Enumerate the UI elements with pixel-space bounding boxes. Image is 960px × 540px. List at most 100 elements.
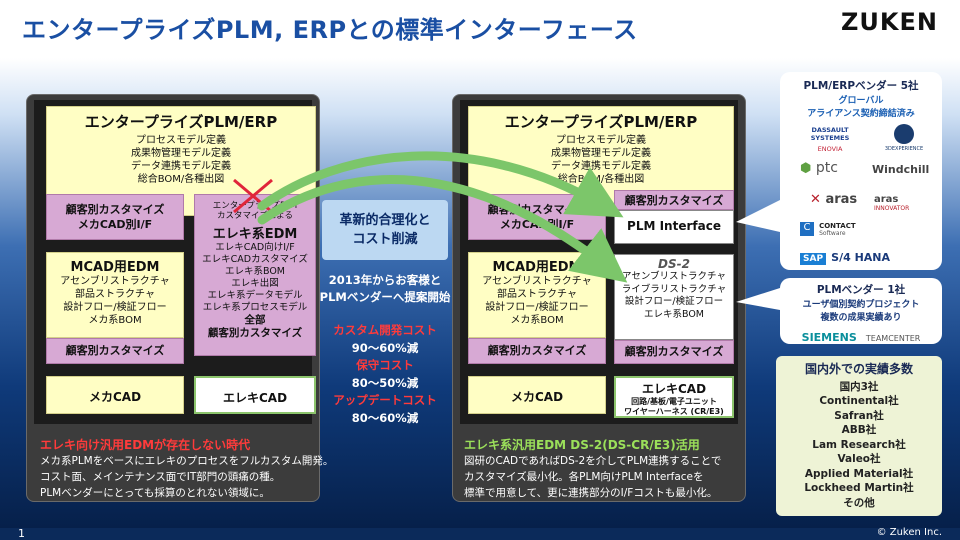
dassault-logo-text: SYSTEMES [810,134,850,142]
right-mcad-edm-line: 部品ストラクチャ [497,289,577,300]
left-edm-all: 全部 [244,314,266,326]
result-item: Applied Material社 [804,467,914,480]
left-edm-all-custom: 顧客別カスタマイズ [207,327,303,339]
result-item: その他 [843,496,875,509]
right-bottom-title: エレキ系汎用EDM DS-2(DS-CR/E3)活用 [464,438,700,452]
left-mech-cad: メカCAD [46,376,184,414]
left-edm-line: エレキCAD向けI/F [215,242,295,253]
right-mech-cad: メカCAD [468,376,606,414]
aras-innovator-sub: INNOVATOR [874,205,910,212]
global-vendor-sub: アライアンス契約締結済み [807,109,915,119]
right-elec-cad-line: 回路/基板/電子ユニット [631,397,717,406]
zuken-logo: ZUKEN [841,8,938,36]
ds2-line: エレキ系BOM [643,308,705,320]
right-mech-cad-label: メカCAD [510,390,564,404]
metric-value: 80～60%減 [351,411,419,425]
right-custom-top: 顧客別カスタマイズ [614,190,734,210]
ds2-box: DS-2 アセンブリストラクチャ ライブラリストラクチャ 設計フロー/検証フロー… [614,254,734,340]
left-mcad-if-label: メカCAD別I/F [77,218,153,231]
proposal-line: 2013年からお客様と [328,273,442,287]
left-bottom-title: エレキ向け汎用EDMが存在しない時代 [40,438,251,452]
innovation-line: コスト削減 [352,232,418,247]
left-elec-cad: エレキCAD [194,376,316,414]
aras-innovator-text: aras [874,194,899,205]
right-bottom-line: 標準で用意して、更に連携部分のI/Fコストも最小化。 [464,487,718,499]
right-mcad-custom-label: 顧客別カスタマイズ [487,344,587,357]
compass-icon [894,124,914,144]
sap-logo: SAP [800,253,827,265]
siemens-logo: SIEMENS [801,331,857,344]
right-erp-title: エンタープライズPLM/ERP [504,113,698,131]
right-erp-line: データ連携モデル定義 [551,161,651,172]
left-elec-edm-box: エンタープライズPLM カスタマイズによる エレキ系EDM エレキCAD向けI/… [194,194,316,356]
proposal-line: PLMベンダーへ提案開始 [319,290,451,304]
right-mcad-edm-line: アセンブリストラクチャ [482,276,592,287]
left-mcad-edm-line: アセンブリストラクチャ [60,276,170,287]
right-elec-cad-title: エレキCAD [641,382,707,396]
ds2-line: ライブラリストラクチャ [621,283,727,295]
left-erp-line: プロセスモデル定義 [136,135,226,146]
left-mech-cad-label: メカCAD [88,390,142,404]
contact-text: CONTACT [819,222,856,230]
ptc-text: ptc [815,160,838,176]
left-edm-line: エレキ出図 [231,278,279,289]
teamcenter-logo: TEAMCENTER [865,334,921,343]
innovation-box: 革新的合理化と コスト削減 [322,200,448,260]
left-edm-line: エレキ系プロセスモデル [202,302,308,313]
contact-logo: C CONTACT Software [800,222,856,241]
left-mcad-custom-label: 顧客別カスタマイズ [65,344,165,357]
result-item: 国内3社 [839,380,879,393]
single-vendor-sub: 複数の成果実績あり [820,313,902,323]
right-custom-top-label: 顧客別カスタマイズ [624,194,724,207]
metric-label: カスタム開発コスト [333,323,437,337]
left-edm-struck-line: カスタマイズによる [217,211,293,221]
metric-value: 90～60%減 [351,341,419,355]
enovia-logo: ENOVIA [817,145,843,153]
copyright: © Zuken Inc. [876,527,942,538]
results-box: 国内外での実績多数 国内3社 Continental社 Safran社 ABB社… [776,356,942,516]
metric-label: 保守コスト [356,358,414,372]
ptc-hex-icon: ⬢ [800,161,812,176]
left-custom-mcad-if: 顧客別カスタマイズ メカCAD別I/F [46,194,184,240]
right-elec-cad: エレキCAD 回路/基板/電子ユニット ワイヤーハーネス (CR/E3) [614,376,734,418]
plm-interface-box: PLM Interface [614,210,734,244]
right-bottom-line: カスタマイズ最小化。各PLM向けPLM Interfaceを [464,471,704,483]
aras-innovator-logo: aras INNOVATOR [874,194,909,212]
right-mcad-edm-title: MCAD用EDM [492,260,582,275]
single-vendor-title: PLMベンダー 1社 [816,284,906,296]
right-mcad-edm-box: MCAD用EDM アセンブリストラクチャ 部品ストラクチャ 設計フロー/検証フロ… [468,252,606,338]
aras-logo: ✕ aras [810,192,857,207]
left-edm-line: エレキ系BOM [224,266,286,277]
right-elec-cad-line: ワイヤーハーネス (CR/E3) [624,407,724,416]
right-erp-line: 成果物管理モデル定義 [551,148,651,159]
plm-interface-label: PLM Interface [627,219,721,233]
sap-s4hana-logo: SAP S/4 HANA [800,246,890,265]
ds2-line: アセンブリストラクチャ [622,271,726,282]
left-erp-line: データ連携モデル定義 [131,161,231,172]
left-edm-struck-line: エンタープライズPLM [212,201,298,211]
aras-icon: ✕ [810,192,821,207]
left-edm-title: エレキ系EDM [212,227,298,242]
result-item: Lockheed Martin社 [804,482,914,494]
right-mcad-custom: 顧客別カスタマイズ [468,338,606,364]
left-mcad-edm-line: メカ系BOM [88,315,142,326]
result-item: ABB社 [841,424,877,436]
global-vendor-bubble: PLM/ERPベンダー 5社 グローバル アライアンス契約締結済み [780,72,942,270]
right-mcad-edm-line: 設計フロー/検証フロー [485,302,589,313]
header [0,0,960,58]
left-erp-line: 総合BOM/各種出図 [137,174,225,185]
single-vendor-sub: ユーザ個別契約プロジェクト [802,300,920,310]
right-mcad-edm-line: メカ系BOM [510,315,564,326]
3dexperience-logo: 3DEXPERIENCE [884,124,924,152]
left-edm-line: エレキ系データモデル [207,290,303,301]
ds2-custom-label: 顧客別カスタマイズ [624,345,724,358]
left-erp-title: エンタープライズPLM/ERP [84,113,278,131]
left-edm-line: エレキCADカスタマイズ [202,254,308,265]
innovation-line: 革新的合理化と [339,213,431,228]
left-mcad-edm-line: 部品ストラクチャ [75,289,155,300]
left-mcad-edm-line: 設計フロー/検証フロー [63,302,167,313]
result-item: Continental社 [819,395,899,407]
contact-sub: Software [819,230,846,237]
